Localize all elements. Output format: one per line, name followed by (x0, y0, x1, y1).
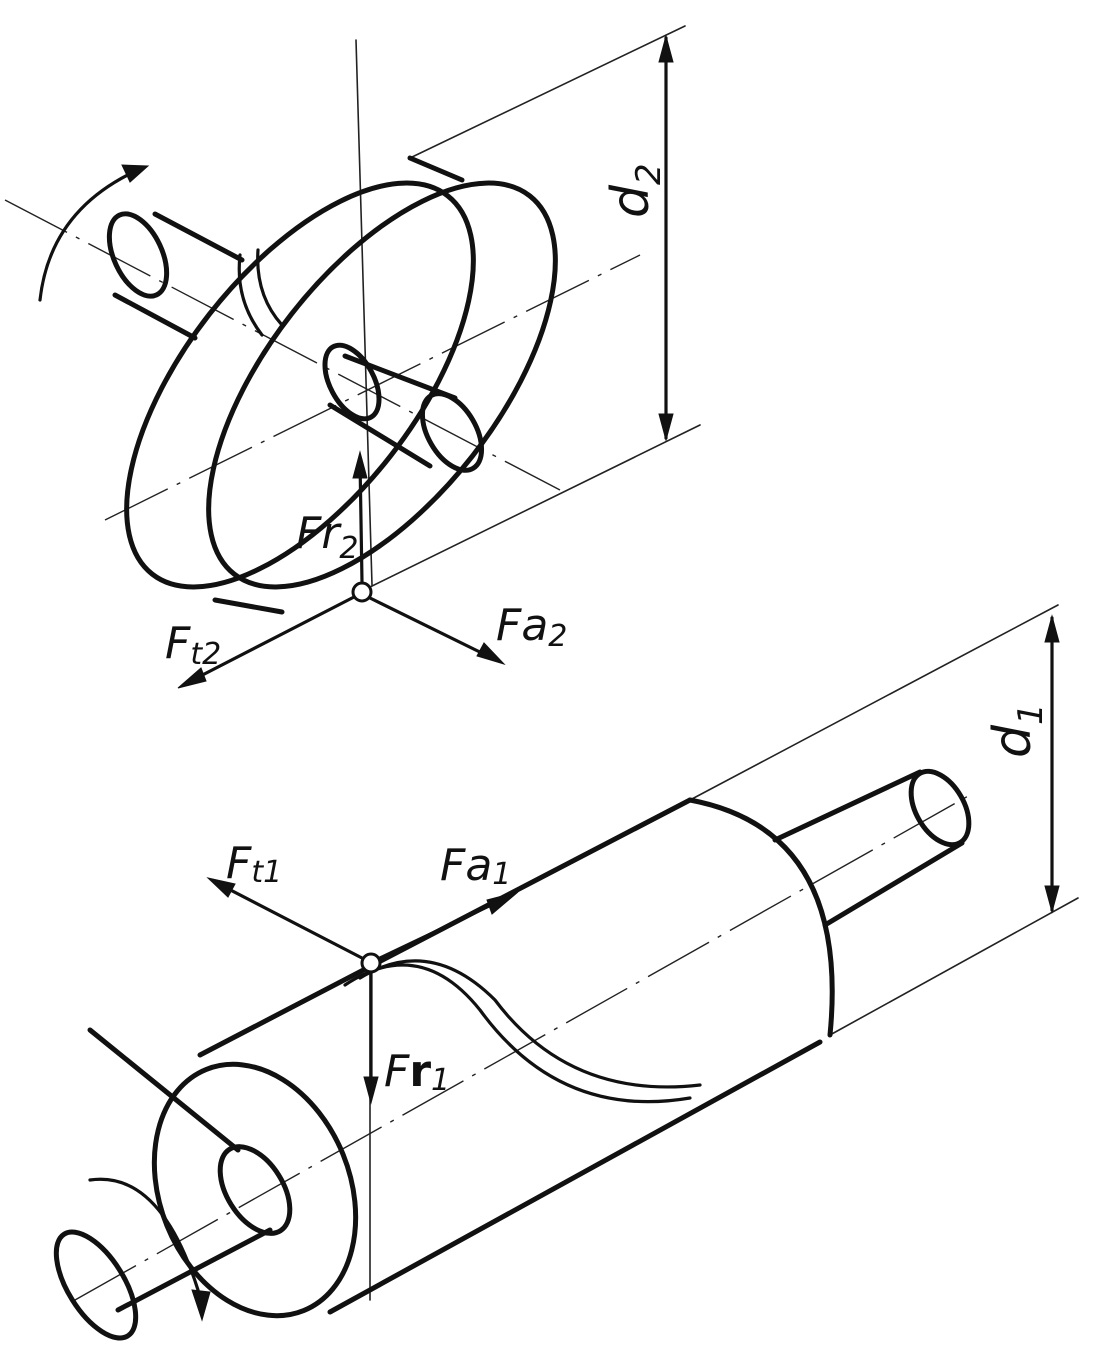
wheel-front-face (206, 180, 558, 590)
extension-line-bottom (367, 424, 701, 589)
worm-flange (151, 1061, 359, 1319)
label-d1: d1 (983, 703, 1051, 758)
wheel-axis-line (4, 199, 561, 491)
tooth-groove-2 (256, 248, 284, 327)
force-fa2-vector (368, 596, 498, 662)
thread-line-2 (358, 959, 702, 1089)
force-fr2-vector (358, 458, 364, 584)
force-ft1-vector (213, 880, 364, 960)
rotation-arrow-wheel (38, 168, 140, 302)
worm-left-shaft (53, 1027, 293, 1341)
wheel-back-face (124, 180, 476, 590)
extension-line-worm-top (689, 604, 1059, 801)
label-ft1: Ft1 (226, 838, 282, 890)
front-hub (322, 342, 485, 473)
rotation-arrow-worm (88, 1177, 200, 1292)
contact-point-worm (360, 952, 382, 974)
wheel-assembly (4, 25, 701, 689)
worm-right-shaft (772, 768, 972, 928)
worm-right-end (687, 797, 835, 1038)
back-hub (106, 211, 245, 341)
label-ft2: Ft2 (165, 618, 221, 672)
label-d2: d2 (601, 163, 669, 218)
force-fa1-vector (378, 894, 512, 960)
force-ft2-vector (183, 595, 356, 686)
label-fa2: Fa2 (496, 600, 567, 654)
rim-edge-top (407, 155, 465, 183)
label-fa1: Fa1 (440, 840, 511, 892)
vertical-center-line (355, 39, 373, 586)
extension-line-top (409, 25, 686, 159)
contact-point-wheel (351, 581, 373, 603)
rim-edge-bottom (212, 597, 285, 615)
tooth-groove-1 (237, 253, 264, 337)
label-fr1: Fr1 (384, 1046, 450, 1098)
extension-line-worm-bottom (829, 897, 1079, 1036)
labels: d2 d1 Fr2 Ft2 Fa2 Ft1 Fa1 Fr1 (165, 163, 1051, 1098)
label-fr2: Fr2 (296, 508, 359, 566)
worm-bottom-edge (327, 1039, 823, 1315)
thread-line-1 (343, 963, 692, 1104)
worm-assembly (53, 604, 1079, 1341)
worm-axis-line (74, 794, 971, 1301)
